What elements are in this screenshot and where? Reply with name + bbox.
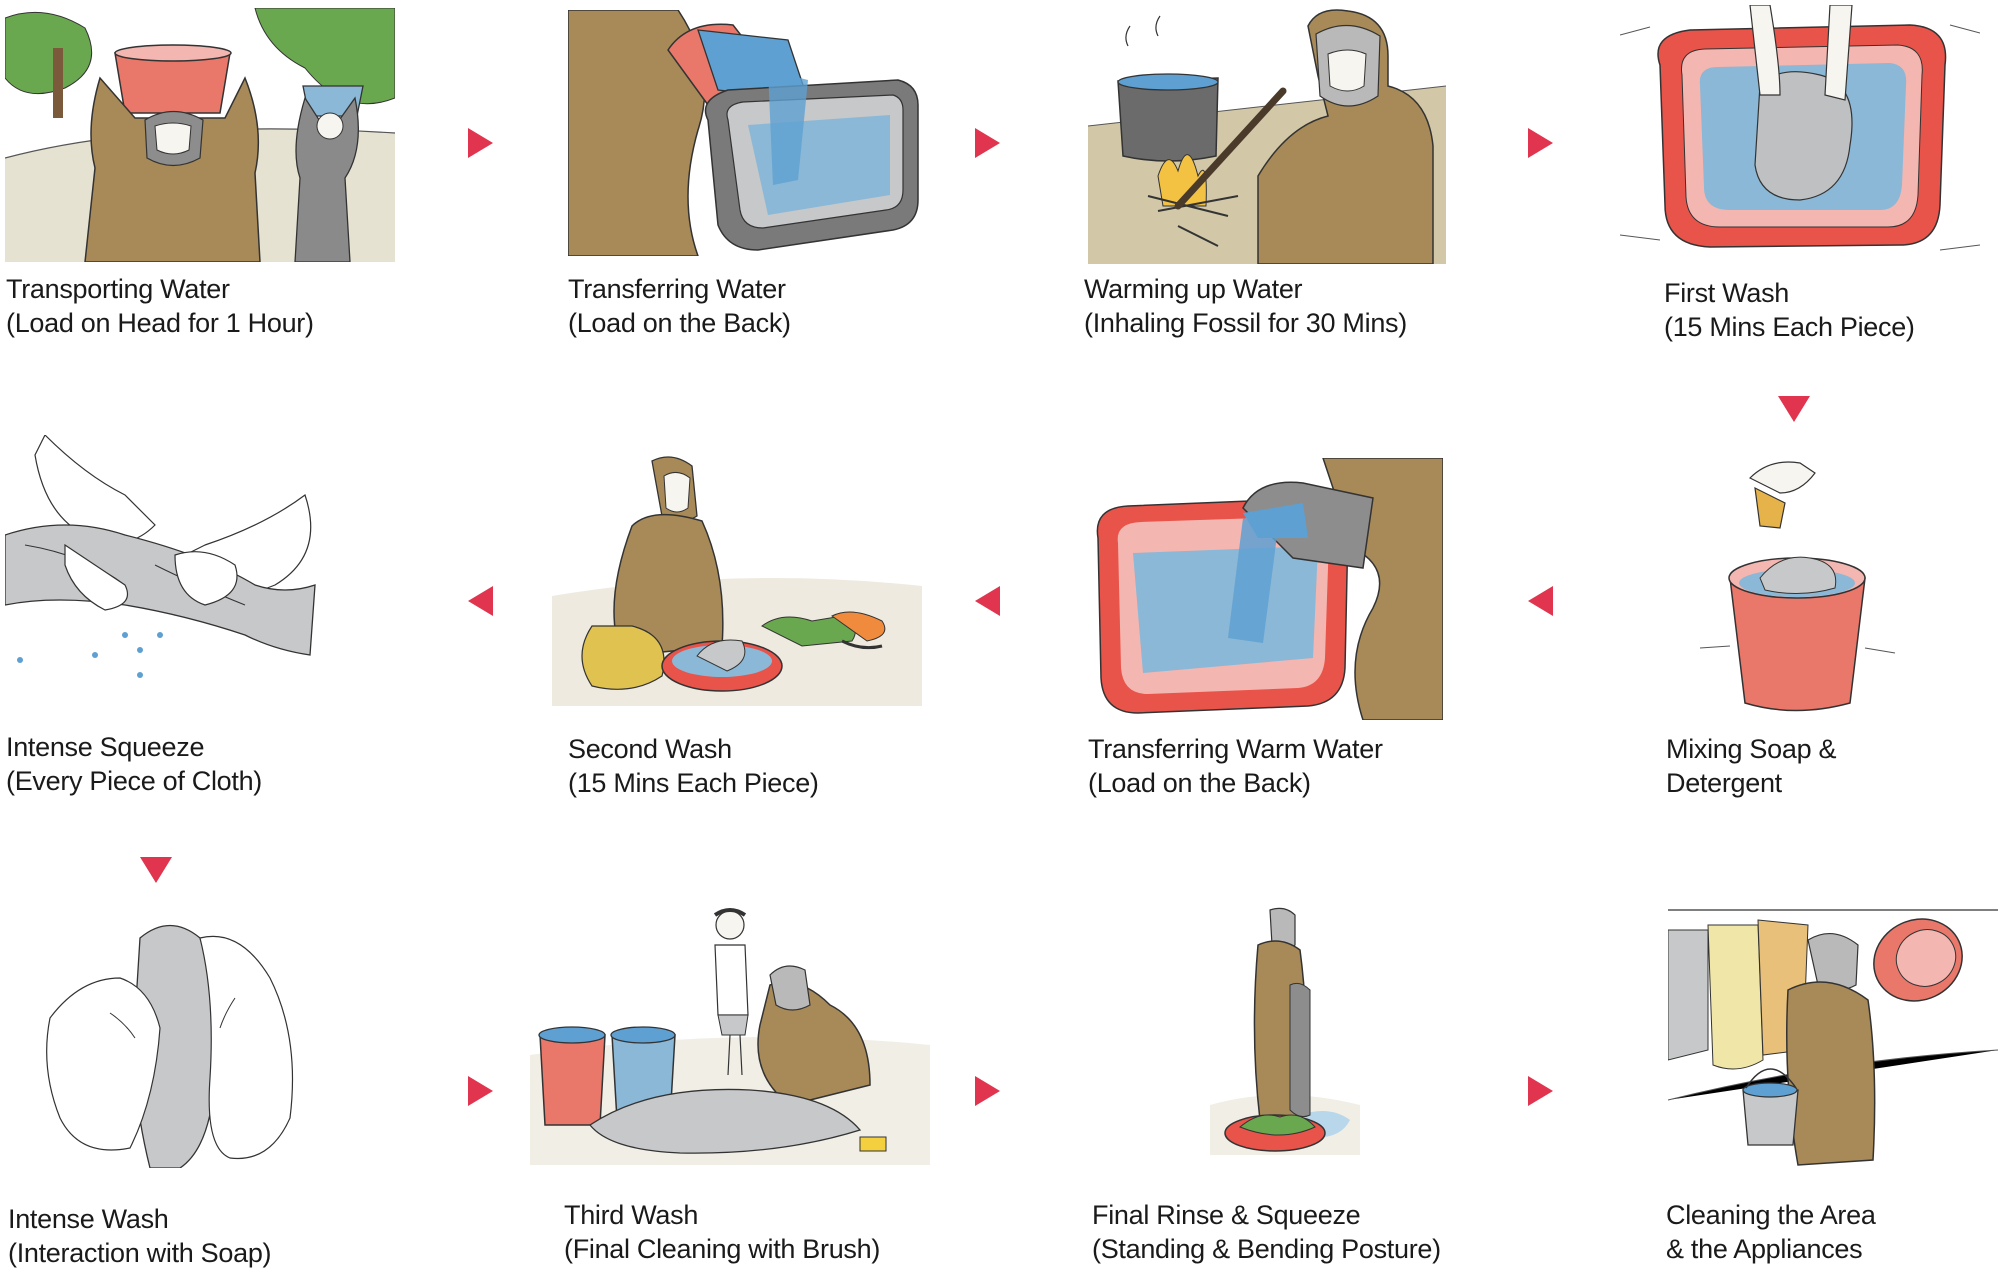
hands-squeezing-cloth-icon [5,435,325,700]
step-title: Cleaning the Area [1666,1200,1876,1230]
step-title: Intense Squeeze [6,732,205,762]
step-title: Mixing Soap & [1666,734,1837,764]
step-detail: & the Appliances [1666,1234,1863,1264]
flow-arrow-right [468,1076,493,1106]
flow-arrow-down [140,857,172,883]
flow-arrow-right [1528,1076,1553,1106]
step-detail: (15 Mins Each Piece) [568,768,819,798]
flow-arrow-right [1528,128,1553,158]
step-title: Transporting Water [6,274,230,304]
step-title: Second Wash [568,734,732,764]
step-detail: (Inhaling Fossil for 30 Mins) [1084,308,1407,338]
step-title: Transferring Warm Water [1088,734,1383,764]
step-title: First Wash [1664,278,1789,308]
pouring-detergent-into-bucket-icon [1690,448,1900,718]
woman-carrying-bucket-and-basin-icon [1668,900,1998,1170]
flow-arrow-right [975,1076,1000,1106]
step-title: Intense Wash [8,1204,169,1234]
step-detail: (Load on the Back) [1088,768,1311,798]
step-detail: (Load on the Back) [568,308,791,338]
flow-arrow-left [975,586,1000,616]
step-detail: (Standing & Bending Posture) [1092,1234,1441,1264]
washing-in-basin-icon [1620,5,1980,260]
flow-arrow-right [975,128,1000,158]
step-detail: (15 Mins Each Piece) [1664,312,1915,342]
woman-washing-on-ground-icon [552,456,922,706]
pouring-water-into-tub-icon [568,10,928,256]
heating-pot-on-fire-icon [1088,6,1446,264]
flow-arrow-down [1778,396,1810,422]
step-detail: Detergent [1666,768,1782,798]
step-title: Transferring Water [568,274,786,304]
step-detail: (Load on Head for 1 Hour) [6,308,314,338]
flow-arrow-right [468,128,493,158]
standing-woman-squeezing-icon [1180,905,1380,1170]
step-title: Third Wash [564,1200,699,1230]
step-detail: (Final Cleaning with Brush) [564,1234,881,1264]
scrubbing-cloth-with-brush-icon [530,905,930,1165]
flow-arrow-left [468,586,493,616]
step-title: Warming up Water [1084,274,1303,304]
pouring-warm-water-into-tub-icon [1093,458,1443,720]
flow-arrow-left [1528,586,1553,616]
step-detail: (Interaction with Soap) [8,1238,272,1268]
step-title: Final Rinse & Squeeze [1092,1200,1361,1230]
hands-rubbing-cloth-icon [40,918,310,1168]
carrying-basins-on-head-icon [5,8,395,262]
step-detail: (Every Piece of Cloth) [6,766,262,796]
